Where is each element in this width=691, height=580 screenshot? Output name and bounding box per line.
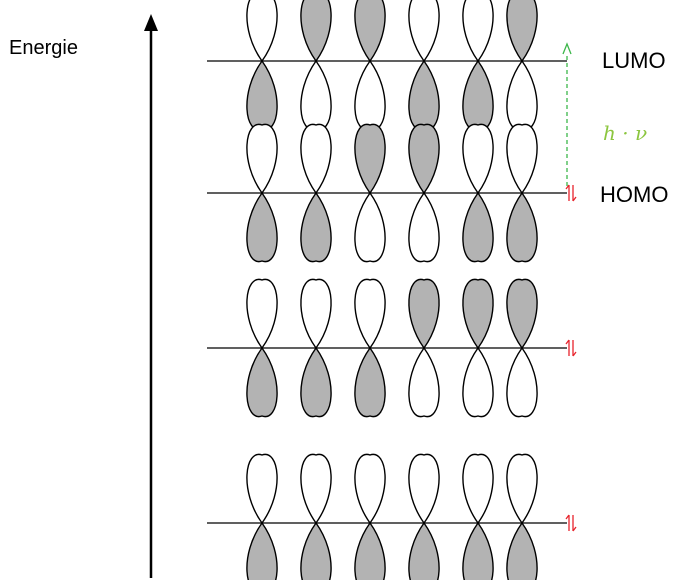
orbital-bottom-lobe: [462, 346, 494, 418]
orbital-top-lobe: [246, 0, 278, 63]
orbital-top-lobe: [354, 278, 386, 350]
orbital-bottom-lobe: [354, 346, 386, 418]
p-orbital: [506, 0, 538, 131]
orbital-top-lobe: [506, 123, 538, 195]
orbital-level-pi-2: [207, 278, 577, 418]
orbital-level-homo: [207, 123, 577, 263]
orbital-top-lobe: [506, 278, 538, 350]
orbital-top-lobe: [408, 278, 440, 350]
orbital-top-lobe: [462, 123, 494, 195]
electron-pair-icon: [565, 184, 577, 202]
orbital-top-lobe: [408, 453, 440, 525]
orbital-top-lobe: [408, 0, 440, 63]
orbital-bottom-lobe: [246, 59, 278, 131]
p-orbital: [506, 123, 538, 263]
electron-pair-icon: [565, 514, 577, 532]
p-orbital: [462, 453, 494, 580]
orbital-bottom-lobe: [408, 346, 440, 418]
p-orbital: [354, 453, 386, 580]
excitation-arrow-icon: [562, 42, 572, 186]
p-orbital: [246, 278, 278, 418]
p-orbital: [506, 453, 538, 580]
p-orbital: [462, 123, 494, 263]
orbital-bottom-lobe: [300, 59, 332, 131]
orbital-bottom-lobe: [506, 521, 538, 580]
orbital-bottom-lobe: [300, 346, 332, 418]
p-orbital: [246, 453, 278, 580]
orbital-bottom-lobe: [408, 191, 440, 263]
orbital-bottom-lobe: [246, 521, 278, 580]
p-orbital: [300, 278, 332, 418]
orbital-bottom-lobe: [354, 521, 386, 580]
homo-label: HOMO: [600, 182, 668, 207]
orbital-top-lobe: [246, 453, 278, 525]
orbital-bottom-lobe: [246, 346, 278, 418]
orbital-bottom-lobe: [408, 59, 440, 131]
p-orbital: [462, 278, 494, 418]
p-orbital: [246, 0, 278, 131]
orbital-top-lobe: [354, 123, 386, 195]
orbital-bottom-lobe: [462, 521, 494, 580]
orbital-top-lobe: [506, 0, 538, 63]
orbital-bottom-lobe: [506, 346, 538, 418]
orbital-top-lobe: [246, 123, 278, 195]
p-orbital: [354, 0, 386, 131]
orbital-bottom-lobe: [462, 59, 494, 131]
orbital-top-lobe: [300, 123, 332, 195]
orbital-top-lobe: [408, 123, 440, 195]
p-orbital: [462, 0, 494, 131]
orbital-bottom-lobe: [506, 191, 538, 263]
orbital-bottom-lobe: [462, 191, 494, 263]
orbital-top-lobe: [300, 278, 332, 350]
p-orbital: [300, 123, 332, 263]
p-orbital: [300, 453, 332, 580]
orbital-top-lobe: [300, 0, 332, 63]
p-orbital: [408, 278, 440, 418]
orbital-bottom-lobe: [354, 191, 386, 263]
orbital-bottom-lobe: [408, 521, 440, 580]
p-orbital: [506, 278, 538, 418]
orbital-level-lumo: [207, 0, 567, 131]
orbital-top-lobe: [506, 453, 538, 525]
orbital-levels: [207, 0, 577, 580]
energy-axis-label: Energie: [9, 37, 78, 59]
orbital-top-lobe: [462, 0, 494, 63]
orbital-bottom-lobe: [354, 59, 386, 131]
p-orbital: [246, 123, 278, 263]
orbital-top-lobe: [354, 453, 386, 525]
p-orbital: [408, 0, 440, 131]
orbital-top-lobe: [354, 0, 386, 63]
orbital-level-pi-1: [207, 453, 577, 580]
lumo-label: LUMO: [602, 48, 666, 73]
p-orbital: [354, 123, 386, 263]
orbital-bottom-lobe: [300, 191, 332, 263]
electron-pair-icon: [565, 339, 577, 357]
orbital-top-lobe: [462, 278, 494, 350]
p-orbital: [408, 123, 440, 263]
p-orbital: [354, 278, 386, 418]
orbital-bottom-lobe: [506, 59, 538, 131]
p-orbital: [408, 453, 440, 580]
orbital-top-lobe: [462, 453, 494, 525]
orbital-top-lobe: [246, 278, 278, 350]
orbital-bottom-lobe: [246, 191, 278, 263]
energy-axis-arrowhead: [144, 14, 158, 31]
orbital-top-lobe: [300, 453, 332, 525]
p-orbital: [300, 0, 332, 131]
transition-energy-label: h · ν: [603, 121, 647, 145]
orbital-bottom-lobe: [300, 521, 332, 580]
